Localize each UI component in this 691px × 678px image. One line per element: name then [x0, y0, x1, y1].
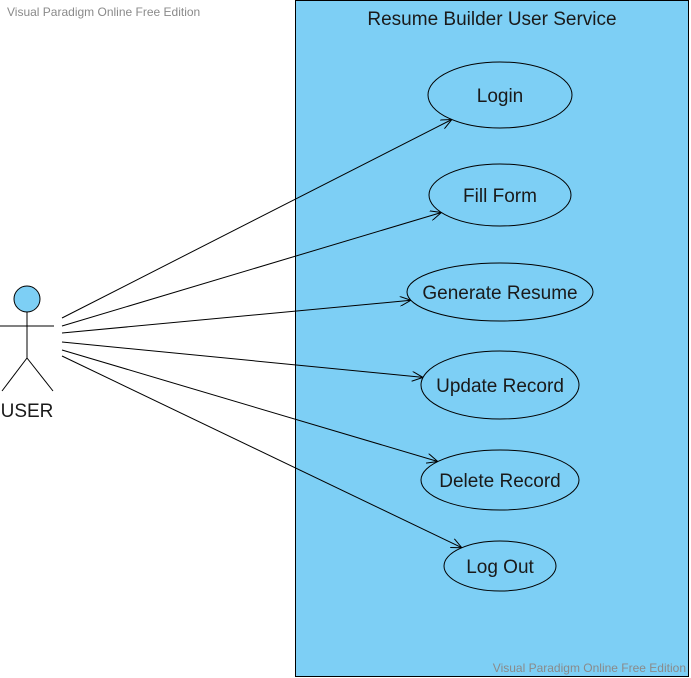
actor-user[interactable]: USER [0, 285, 54, 422]
use-case-login[interactable]: Login [427, 61, 573, 129]
use-case-ellipse [420, 449, 580, 511]
actor-head [13, 285, 41, 313]
association-generate-resume[interactable] [61, 300, 411, 334]
watermark-bottom: Visual Paradigm Online Free Edition [492, 661, 686, 675]
use-case-ellipse [443, 540, 557, 592]
use-case-ellipse [427, 61, 573, 129]
associations [61, 120, 462, 548]
use-case-label: Generate Resume [422, 283, 577, 304]
use-case-delete-record[interactable]: Delete Record [420, 449, 580, 511]
actor-label: USER [1, 401, 54, 422]
use-case-log-out[interactable]: Log Out [443, 540, 557, 592]
use-case-label: Log Out [466, 557, 534, 578]
use-case-ellipse [406, 262, 594, 322]
association-fill-form[interactable] [61, 213, 441, 327]
system-title: Resume Builder User Service [367, 9, 616, 30]
use-case-ellipse [420, 350, 580, 420]
use-case-fill-form[interactable]: Fill Form [428, 163, 572, 227]
use-case-label: Update Record [436, 376, 564, 397]
use-case-update-record[interactable]: Update Record [420, 350, 580, 420]
association-update-record[interactable] [61, 341, 423, 377]
watermark-top: Visual Paradigm Online Free Edition [7, 5, 201, 19]
use-case-label: Delete Record [439, 471, 560, 492]
actor-right-leg [26, 357, 54, 392]
association-delete-record[interactable] [61, 349, 438, 462]
actor-left-leg [1, 357, 28, 392]
use-case-label: Login [477, 86, 524, 107]
use-case-label: Fill Form [463, 186, 537, 207]
association-login[interactable] [61, 120, 452, 319]
use-case-generate-resume[interactable]: Generate Resume [406, 262, 594, 322]
use-case-ellipse [428, 163, 572, 227]
association-log-out[interactable] [61, 355, 462, 548]
